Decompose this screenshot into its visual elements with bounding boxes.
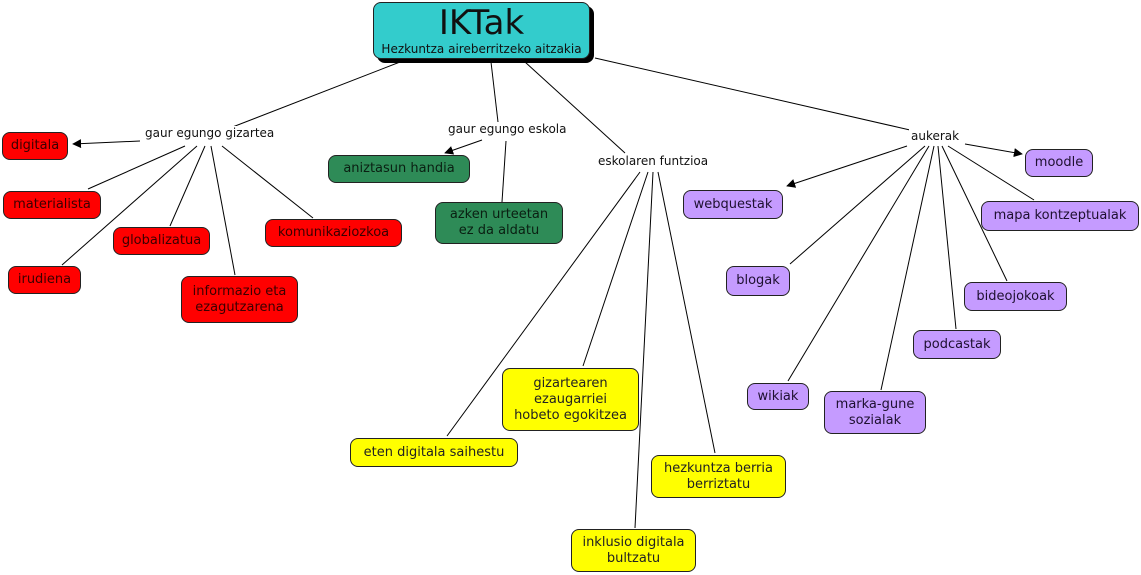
branch-label-aukerak[interactable]: aukerak [909,129,962,143]
node-irudiena[interactable]: irudiena [8,266,81,294]
link-eskola-azken [501,140,507,203]
link-gizartea-irudiena [61,145,198,266]
link-root-eskola [490,61,499,123]
node-moodle[interactable]: moodle [1025,149,1093,177]
link-aukerak-bideojokoak [941,145,1008,282]
root-concept-node[interactable]: IKTak Hezkuntza aireberritzeko aitzakia [373,2,590,59]
root-subtitle: Hezkuntza aireberritzeko aitzakia [381,42,582,56]
link-aukerak-marka [880,145,935,391]
link-aukerak-webquestak [786,145,908,188]
link-funtzioa-eten [446,171,641,437]
link-aukerak-wikiak [787,145,930,382]
link-gizartea-informazio [210,145,236,276]
node-hezkuntza-berria[interactable]: hezkuntza berria berriztatu [651,455,786,498]
branch-label-eskolaren-funtzioa[interactable]: eskolaren funtzioa [596,154,711,168]
link-funtzioa-gizartearen [582,171,649,367]
link-eskola-aniztasun [444,139,483,155]
root-title: IKTak [438,3,525,43]
link-aukerak-mapa [947,145,1035,201]
link-funtzioa-hezkuntza [657,171,716,454]
node-bideojokoak[interactable]: bideojokoak [964,282,1067,311]
link-gizartea-komunikazio [221,145,314,219]
node-mapa-kontzeptualak[interactable]: mapa kontzeptualak [981,201,1139,231]
node-globalizatua[interactable]: globalizatua [113,227,210,255]
node-marka-gune-sozialak[interactable]: marka-gune sozialak [824,391,926,434]
link-funtzioa-inklusio [634,171,654,529]
node-podcastak[interactable]: podcastak [913,330,1001,359]
node-digitala[interactable]: digitala [2,132,68,160]
link-root-funtzioa [524,61,626,154]
node-eten-digitala-saihestu[interactable]: eten digitala saihestu [350,438,518,467]
node-inklusio-digitala[interactable]: inklusio digitala bultzatu [571,529,696,572]
node-materialista[interactable]: materialista [3,191,101,219]
link-gizartea-materialista [87,145,186,190]
branch-label-gaur-egungo-gizartea[interactable]: gaur egungo gizartea [143,126,277,140]
link-aukerak-blogak [789,145,926,265]
link-gizartea-globalizatua [169,145,206,227]
branch-label-gaur-egungo-eskola[interactable]: gaur egungo eskola [446,122,569,136]
node-wikiak[interactable]: wikiak [747,383,809,410]
node-aniztasun-handia[interactable]: aniztasun handia [328,155,470,183]
link-aukerak-moodle [964,143,1023,158]
node-webquestak[interactable]: webquestak [683,190,783,219]
node-azken-urteetan[interactable]: azken urteetan ez da aldatu [435,202,563,244]
link-gizartea-digitala [72,139,141,149]
link-aukerak-podcastak [937,145,957,330]
link-root-gizartea [229,61,401,129]
link-root-aukerak [594,57,911,131]
node-blogak[interactable]: blogak [726,266,790,296]
node-informazio-eta-ezagutzarena[interactable]: informazio eta ezagutzarena [181,276,298,323]
node-komunikaziozkoa[interactable]: komunikaziozkoa [265,219,402,247]
node-gizartearen-ezaugarriei[interactable]: gizartearen ezaugarriei hobeto egokitzea [502,368,639,431]
